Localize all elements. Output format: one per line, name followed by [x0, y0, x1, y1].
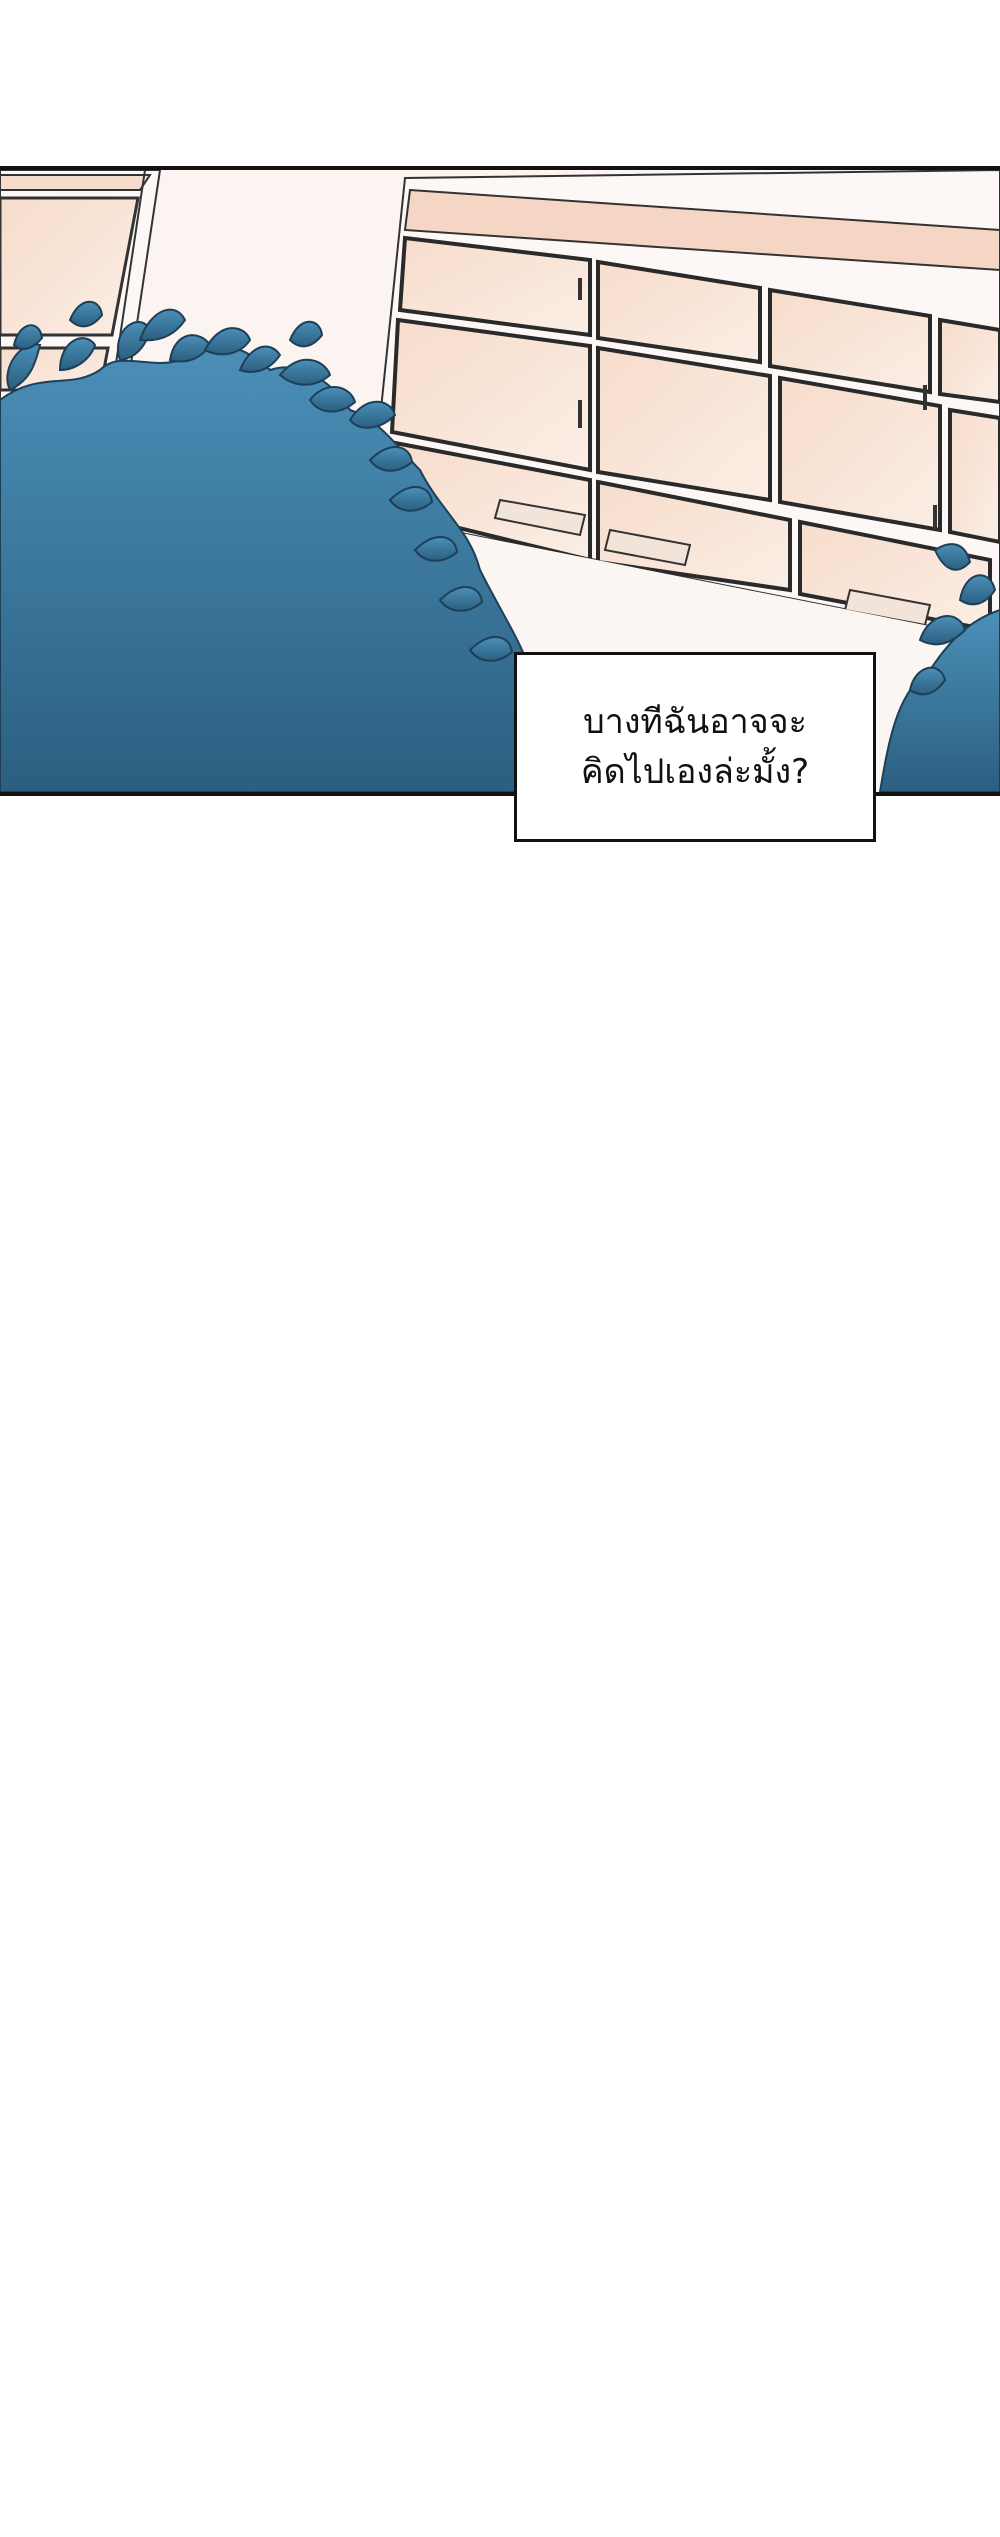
caption-line-2: คิดไปเองล่ะมั้ง? — [580, 752, 810, 792]
foliage-right — [878, 543, 1000, 792]
building-illustration — [0, 170, 1000, 792]
caption-box: บางทีฉันอาจจะ คิดไปเองล่ะมั้ง? — [514, 652, 876, 842]
comic-panel — [0, 166, 1000, 796]
main-building — [368, 170, 1000, 642]
foliage-left — [0, 300, 642, 792]
caption-line-1: บางทีฉันอาจจะ — [583, 702, 807, 742]
